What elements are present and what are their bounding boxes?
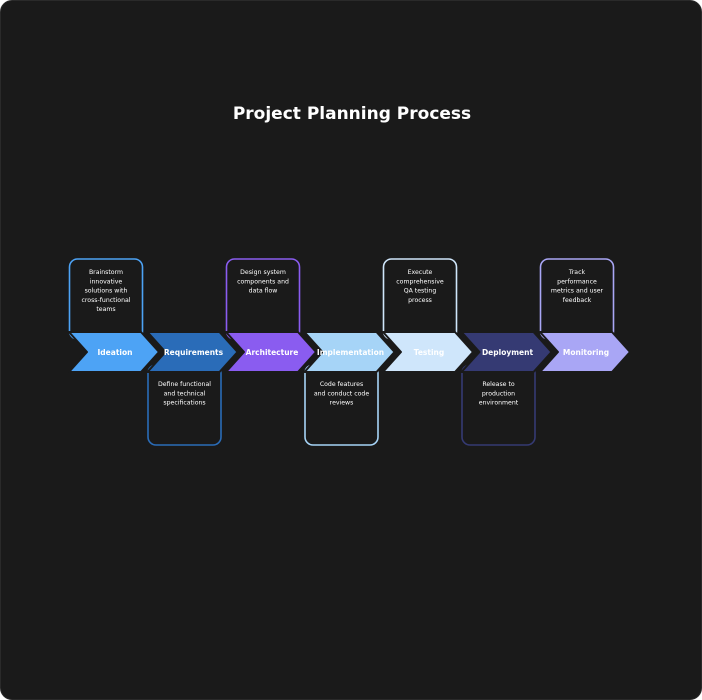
description-line: and conduct code [314,390,369,397]
step-label: Architecture [246,348,299,357]
description-line: Track [568,269,586,276]
description-line: process [408,297,432,304]
step-label: Requirements [164,348,224,357]
chevron-shape [303,331,396,373]
step-label: Implementation [317,348,384,357]
description-line: QA testing [404,288,437,295]
description-line: components and [237,278,289,285]
step-label: Testing [414,348,445,357]
step-5-chevron: Testing [382,331,474,373]
step-4-chevron: Implementation [303,331,396,373]
diagram-title: Project Planning Process [232,104,472,124]
step-4-description: Code features and conduct code reviews [304,364,379,446]
step-1-description: Brainstorm innovative solutions with cross-… [68,258,144,340]
description-line: comprehensive [396,278,444,285]
step-3-description: Design system components and data flow [225,258,301,340]
description-line: solutions with [85,288,128,295]
description-line: teams [96,306,115,313]
step-6-chevron: Deployment [460,331,553,373]
step-2-description: Define functional and technical specificat… [147,364,222,446]
description-line: Define functional [158,381,211,388]
step-5-description: Execute comprehensive QA testing process [382,258,458,340]
step-label: Monitoring [563,348,609,357]
chevron-shape [382,331,474,373]
chevron-shape [460,331,553,373]
description-line: Code features [320,381,363,388]
chevron-shape [225,331,317,373]
description-line: Release to [482,381,515,388]
step-label: Ideation [98,348,133,357]
description-line: metrics and user [551,288,604,295]
chevron-shape [146,331,239,373]
description-line: Design system [240,269,286,276]
description-line: Brainstorm [89,269,123,276]
description-line: data flow [249,288,278,295]
description-line: performance [557,278,597,285]
description-line: Execute [408,269,433,276]
description-line: and technical [164,390,206,397]
description-line: cross-functional [81,297,130,304]
step-6-description: Release to production environment [461,364,536,446]
step-7-chevron: Monitoring [539,331,631,373]
step-1-chevron: Ideation [68,331,160,373]
description-line: production [482,390,515,397]
description-line: environment [479,400,519,407]
description-line: specifications [163,400,205,407]
chevron-shape [68,331,160,373]
step-7-description: Track performance metrics and user feedback [539,258,615,340]
step-2-chevron: Requirements [146,331,239,373]
description-line: feedback [563,297,592,304]
step-3-chevron: Architecture [225,331,317,373]
description-line: reviews [330,400,354,407]
step-label: Deployment [482,348,534,357]
description-line: innovative [90,278,123,285]
chevron-shape [539,331,631,373]
